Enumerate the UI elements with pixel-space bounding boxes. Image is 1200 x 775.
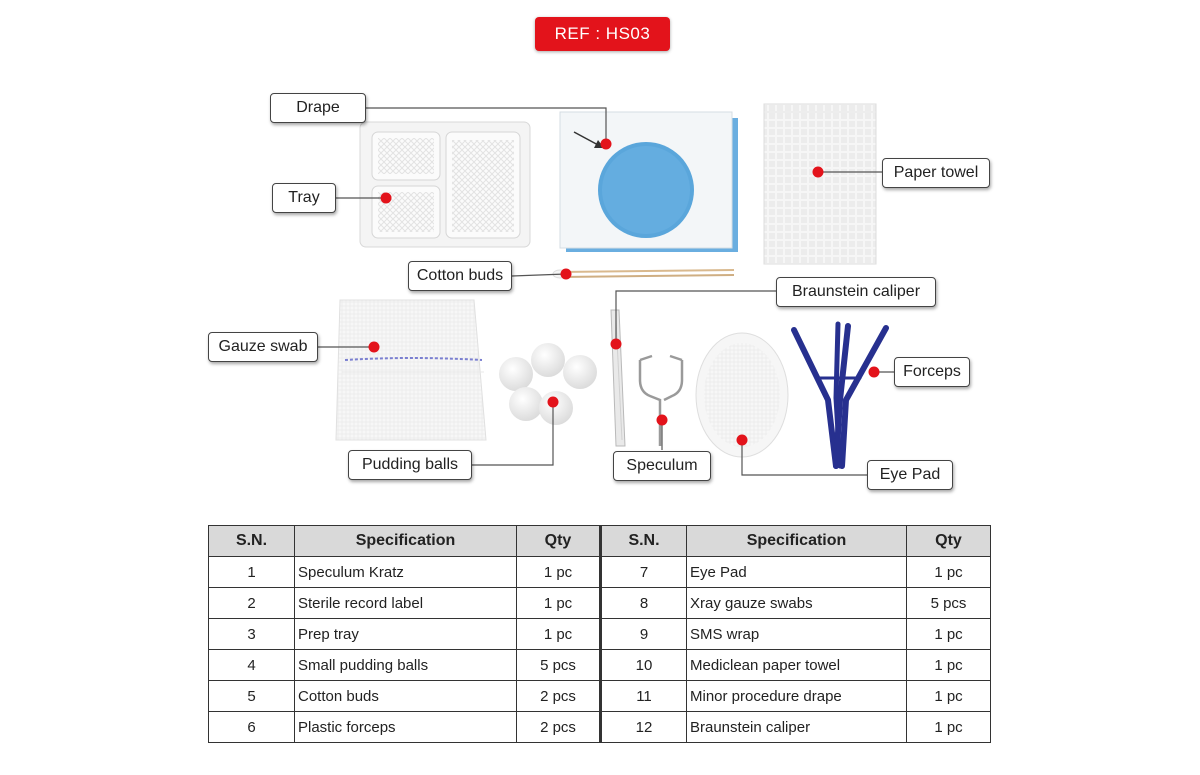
eye-pad-image	[695, 332, 789, 458]
callout-braunstein-caliper: Braunstein caliper	[776, 277, 936, 307]
cell-specification: Small pudding balls	[294, 649, 517, 681]
cell-sn: 4	[208, 649, 295, 681]
cell-qty: 1 pc	[906, 618, 991, 650]
callout-speculum: Speculum	[613, 451, 711, 481]
kit-contents-figure	[318, 103, 894, 476]
cell-qty: 1 pc	[906, 711, 991, 743]
cell-specification: Xray gauze swabs	[686, 587, 907, 619]
callout-cotton-buds: Cotton buds	[408, 261, 512, 291]
cotton-buds-image	[552, 269, 735, 279]
header-sn-1: S.N.	[208, 525, 295, 557]
cell-sn: 3	[208, 618, 295, 650]
cell-qty: 2 pcs	[516, 711, 601, 743]
table-row: 2 Sterile record label 1 pc 8 Xray gauze…	[208, 587, 991, 619]
leader-lines	[318, 107, 894, 476]
header-qty-1: Qty	[516, 525, 601, 557]
cell-sn: 9	[599, 618, 687, 650]
cell-specification: Speculum Kratz	[294, 556, 517, 588]
cell-sn: 2	[208, 587, 295, 619]
speculum-image	[638, 354, 684, 446]
cell-qty: 2 pcs	[516, 680, 601, 712]
cell-sn: 7	[599, 556, 687, 588]
header-qty-2: Qty	[906, 525, 991, 557]
cell-sn: 5	[208, 680, 295, 712]
specification-table: S.N. Specification Qty S.N. Specificatio…	[208, 525, 991, 743]
table-row: 5 Cotton buds 2 pcs 11 Minor procedure d…	[208, 680, 991, 712]
ref-badge: REF : HS03	[535, 17, 670, 51]
cell-qty: 1 pc	[906, 649, 991, 681]
tray-image	[359, 121, 531, 248]
cell-sn: 10	[599, 649, 687, 681]
cell-specification: Prep tray	[294, 618, 517, 650]
header-sn-2: S.N.	[599, 525, 687, 557]
callout-pudding-balls: Pudding balls	[348, 450, 472, 480]
callout-gauze-swab: Gauze swab	[208, 332, 318, 362]
cell-qty: 1 pc	[516, 618, 601, 650]
gauze-swab-image	[335, 299, 487, 441]
cell-qty: 1 pc	[516, 587, 601, 619]
callout-tray: Tray	[272, 183, 336, 213]
cell-qty: 5 pcs	[906, 587, 991, 619]
cell-specification: Braunstein caliper	[686, 711, 907, 743]
table-row: 3 Prep tray 1 pc 9 SMS wrap 1 pc	[208, 618, 991, 650]
callout-paper-towel: Paper towel	[882, 158, 990, 188]
cell-specification: Plastic forceps	[294, 711, 517, 743]
cell-specification: SMS wrap	[686, 618, 907, 650]
header-specification-1: Specification	[294, 525, 517, 557]
cell-qty: 1 pc	[516, 556, 601, 588]
table-header-row: S.N. Specification Qty S.N. Specificatio…	[208, 525, 991, 557]
cell-qty: 1 pc	[906, 556, 991, 588]
braunstein-caliper-image	[610, 309, 626, 447]
cell-sn: 12	[599, 711, 687, 743]
cell-specification: Eye Pad	[686, 556, 907, 588]
cell-sn: 1	[208, 556, 295, 588]
paper-towel-image	[763, 103, 877, 265]
cell-specification: Sterile record label	[294, 587, 517, 619]
pudding-balls-image	[499, 343, 597, 425]
cell-qty: 1 pc	[906, 680, 991, 712]
drape-image	[559, 111, 738, 252]
header-specification-2: Specification	[686, 525, 907, 557]
forceps-image	[791, 321, 889, 469]
cell-specification: Cotton buds	[294, 680, 517, 712]
table-row: 6 Plastic forceps 2 pcs 12 Braunstein ca…	[208, 711, 991, 743]
table-row: 4 Small pudding balls 5 pcs 10 Mediclean…	[208, 649, 991, 681]
callout-forceps: Forceps	[894, 357, 970, 387]
cell-specification: Mediclean paper towel	[686, 649, 907, 681]
cell-sn: 6	[208, 711, 295, 743]
callout-drape: Drape	[270, 93, 366, 123]
cell-sn: 8	[599, 587, 687, 619]
callout-eye-pad: Eye Pad	[867, 460, 953, 490]
table-row: 1 Speculum Kratz 1 pc 7 Eye Pad 1 pc	[208, 556, 991, 588]
cell-qty: 5 pcs	[516, 649, 601, 681]
cell-sn: 11	[599, 680, 687, 712]
cell-specification: Minor procedure drape	[686, 680, 907, 712]
marker-dots	[368, 138, 880, 446]
